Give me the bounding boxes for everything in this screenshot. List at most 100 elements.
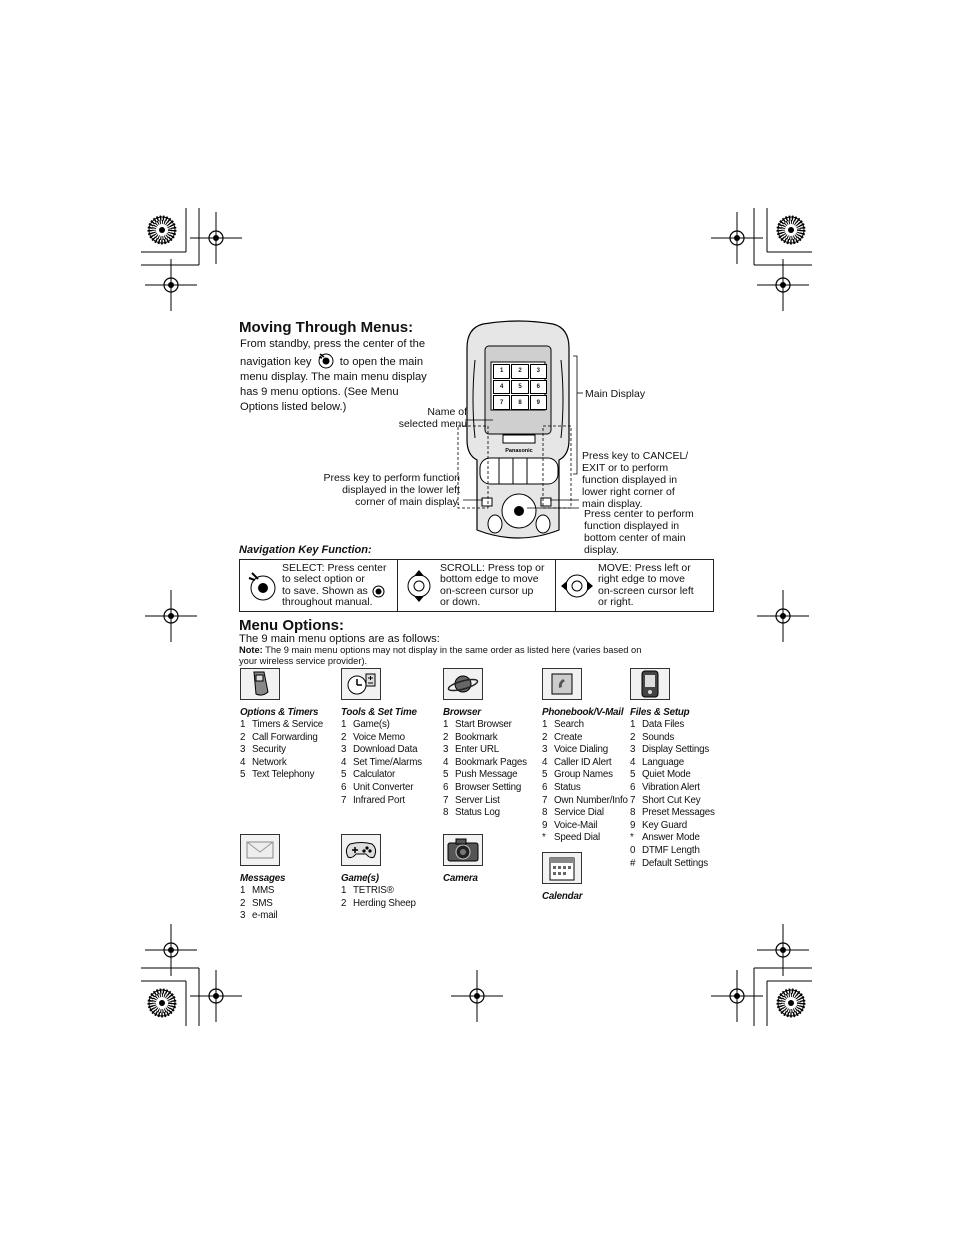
nav-cell-scroll: SCROLL: Press top or bottom edge to move… xyxy=(398,560,556,611)
grid-key: 5 xyxy=(511,379,529,395)
menu-option-title: Tools & Set Time xyxy=(341,707,417,718)
planet-icon xyxy=(443,668,483,700)
select-navkey-icon xyxy=(248,571,276,600)
envelope-icon xyxy=(240,834,280,866)
nav-desc-select: SELECT: Press center to select option or… xyxy=(282,561,387,608)
options-intro: The 9 main menu options are as follows: xyxy=(239,633,440,645)
intro-text: From standby, press the center of the na… xyxy=(240,337,450,415)
files-phone-icon xyxy=(630,668,670,700)
nav-function-table: SELECT: Press center to select option or… xyxy=(239,559,714,612)
clock-calculator-icon xyxy=(341,668,381,700)
list-item: #Default Settings xyxy=(630,857,708,869)
grid-key: 9 xyxy=(529,395,547,410)
camera-icon xyxy=(443,834,483,866)
intro-line: navigation key to open the main xyxy=(240,352,450,370)
intro-line: From standby, press the center of the xyxy=(240,338,426,350)
menu-option-title: Camera xyxy=(443,873,478,884)
list-item: *Speed Dial xyxy=(542,832,600,844)
section-heading-moving: Moving Through Menus: xyxy=(239,319,414,336)
menu-option-title: Phonebook/V-Mail xyxy=(542,707,624,718)
grid-key: 3 xyxy=(529,364,547,379)
grid-key: 2 xyxy=(511,364,529,379)
menu-option-title: Files & Setup xyxy=(630,707,690,718)
menu-option-title: Calendar xyxy=(542,891,583,902)
menu-option-camera: Camera xyxy=(443,834,483,885)
nav-heading: Navigation Key Function: xyxy=(239,544,372,556)
callout-lines xyxy=(457,355,583,509)
nav-cell-select: SELECT: Press center to select option or… xyxy=(240,560,398,611)
navkey-center-icon xyxy=(318,353,334,369)
scroll-navkey-icon xyxy=(407,569,431,602)
navkey-center-inline-icon xyxy=(372,585,385,598)
phonebook-icon xyxy=(542,668,582,700)
calendar-icon xyxy=(542,852,582,884)
grid-key: 1 xyxy=(493,364,511,379)
list-item: *Answer Mode xyxy=(630,832,700,844)
grid-key: 6 xyxy=(529,379,547,395)
nav-desc-move: MOVE: Press left or right edge to move o… xyxy=(598,561,694,608)
callout-main-display: Main Display xyxy=(585,388,646,400)
options-note: Note: The 9 main menu options may not di… xyxy=(239,645,642,666)
phone-brand: Panasonic xyxy=(505,448,533,454)
nav-desc-scroll: SCROLL: Press top or bottom edge to move… xyxy=(440,561,545,608)
intro-line: has 9 menu options. (See Menu xyxy=(240,386,399,398)
menu-option-calendar: Calendar xyxy=(542,852,583,903)
section-heading-options: Menu Options: xyxy=(239,617,344,634)
phone-icon xyxy=(240,668,280,700)
intro-line: menu display. The main menu display xyxy=(240,371,427,383)
move-navkey-icon xyxy=(561,574,593,597)
gamepad-icon xyxy=(341,834,381,866)
grid-key: 4 xyxy=(493,379,511,395)
